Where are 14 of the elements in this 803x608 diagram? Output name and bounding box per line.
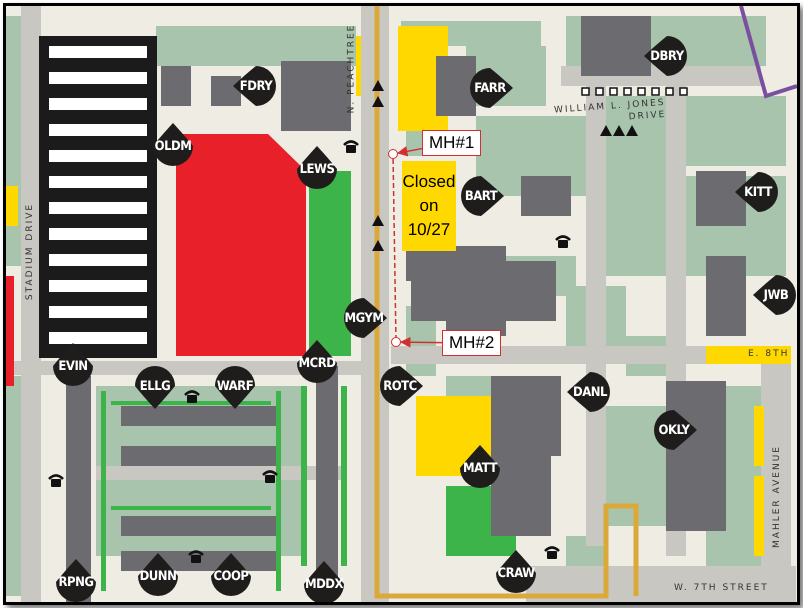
street-name: MAHLER AVENUE <box>771 444 782 548</box>
manhole-marker <box>391 337 401 347</box>
street-name: N. PEACHTREE <box>346 23 358 113</box>
manhole-marker <box>388 149 398 159</box>
street-name: WILLIAM L. JONES DRIVE <box>552 96 667 124</box>
callout-label: MH#1 <box>422 130 482 156</box>
dashed-line <box>392 158 397 338</box>
leader-arrow <box>396 146 422 156</box>
street-name: STADIUM DRIVE <box>24 202 36 300</box>
street-name: W. 7TH STREET <box>674 583 769 594</box>
closed-area: Closed on 10/27 <box>402 161 456 251</box>
callout-label: MH#2 <box>442 330 502 356</box>
street-name: E. 8TH <box>748 349 790 360</box>
leader-arrow <box>400 336 442 348</box>
